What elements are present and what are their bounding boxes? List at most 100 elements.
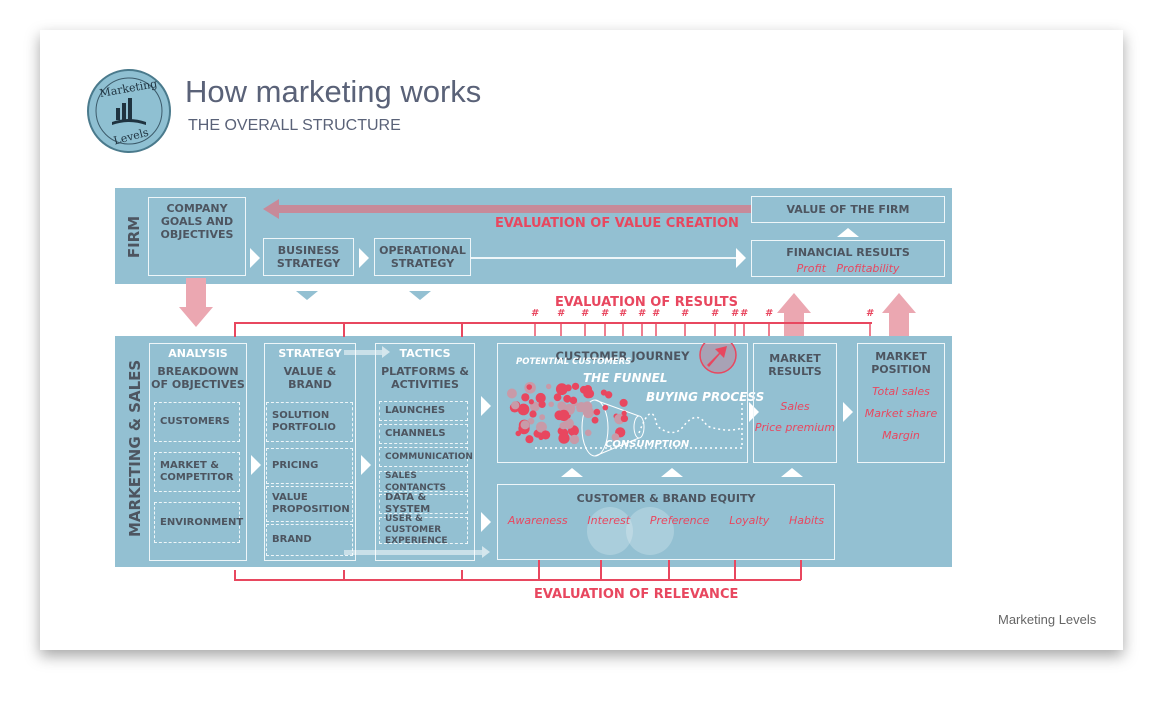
customer-dot <box>535 421 547 433</box>
relevance-connector <box>343 570 345 580</box>
customer-journey-box: CUSTOMER JOURNEY <box>497 343 748 463</box>
potential-customers-label: POTENTIAL CUSTOMERS <box>516 357 632 367</box>
hash-mark: # <box>619 308 626 319</box>
tactics-item: USER & CUSTOMER EXPERIENCE <box>379 514 468 546</box>
financial-results-title: FINANCIAL RESULTS <box>786 246 910 259</box>
market-results-item: Sales <box>780 400 810 413</box>
page-title: How marketing works <box>185 74 482 109</box>
analysis-item: MARKET & COMPETITOR <box>154 452 240 492</box>
customer-dot <box>545 383 552 390</box>
equity-title: CUSTOMER & BRAND EQUITY <box>576 492 756 505</box>
equity-item: Habits <box>788 514 825 527</box>
customer-dot <box>558 432 570 444</box>
financial-results-box: FINANCIAL RESULTS Profit Profitability <box>751 240 945 277</box>
customer-dot <box>535 392 546 404</box>
tactics-item: LAUNCHES <box>379 401 468 421</box>
profitability-label: Profitability <box>836 262 900 275</box>
relevance-connector <box>800 560 802 580</box>
arrow-up-icon <box>837 228 859 237</box>
hash-mark: # <box>765 308 772 319</box>
strategy-title: VALUE & BRAND <box>283 365 337 391</box>
strategy-item: BRAND <box>266 524 353 556</box>
profit-label: Profit <box>796 262 826 275</box>
marketing-levels-logo: Marketing Levels <box>87 69 171 153</box>
arrow-up-icon <box>781 468 803 477</box>
equity-item: Awareness <box>507 514 568 527</box>
arrow-right-icon <box>359 248 369 268</box>
customer-dot <box>528 399 534 405</box>
results-line <box>234 322 872 324</box>
arrow-right-icon <box>843 402 853 422</box>
customer-dot <box>583 388 593 399</box>
arrow-right-icon <box>382 346 390 358</box>
arrow-up-icon <box>561 468 583 477</box>
arrow-right-icon <box>749 402 759 422</box>
tactics-column: TACTICS PLATFORMS & ACTIVITIES <box>375 343 475 561</box>
position-up-arrow <box>889 312 909 342</box>
strategy-item: SOLUTION PORTFOLIO <box>266 402 353 442</box>
arrow-right-icon <box>250 248 260 268</box>
equity-item: Preference <box>649 514 710 527</box>
relevance-connector <box>461 570 463 580</box>
customer-dot <box>569 434 580 445</box>
hash-mark: # <box>557 308 564 319</box>
strategy-tactics-arrow <box>344 350 382 355</box>
analysis-column: ANALYSIS BREAKDOWN OF OBJECTIVES <box>149 343 247 561</box>
customer-dot <box>584 429 592 437</box>
customer-dot <box>526 384 533 390</box>
relevance-connector <box>538 560 540 580</box>
customer-dot <box>558 409 570 422</box>
funnel-label: THE FUNNEL <box>583 371 668 385</box>
consumption-label: CONSUMPTION <box>605 439 690 450</box>
customer-dot <box>593 408 601 416</box>
customer-dot <box>548 401 554 408</box>
customer-dot <box>602 404 609 411</box>
connector-line <box>471 257 739 259</box>
arrow-up-icon <box>661 468 683 477</box>
relevance-connector <box>668 560 670 580</box>
hash-mark: # <box>601 308 608 319</box>
customer-dot <box>541 430 551 440</box>
hash-mark: # <box>652 308 659 319</box>
customer-dot <box>582 401 593 412</box>
relevance-connector <box>234 570 236 580</box>
arrow-right-icon <box>481 512 491 532</box>
relevance-connector <box>734 560 736 580</box>
arrow-down-icon <box>296 291 318 300</box>
customer-dot <box>506 388 517 399</box>
relevance-connector <box>600 560 602 580</box>
operational-strategy-box: OPERATIONAL STRATEGY <box>374 238 471 276</box>
customer-dot <box>511 401 520 410</box>
market-results-title: MARKET RESULTS <box>768 352 822 378</box>
customer-dot <box>539 414 546 421</box>
customer-dot <box>517 403 530 416</box>
tactics-item: COMMUNICATION <box>379 447 473 467</box>
eval-results: EVALUATION OF RESULTS <box>555 295 738 310</box>
arrow-right-icon <box>482 546 490 558</box>
customer-dot <box>621 410 627 416</box>
analysis-title: BREAKDOWN OF OBJECTIVES <box>151 365 245 391</box>
market-position-box: MARKET POSITION Total sales Market share… <box>857 343 945 463</box>
customer-dot <box>563 418 574 429</box>
analysis-item: CUSTOMERS <box>154 402 240 442</box>
footer-credit: Marketing Levels <box>998 612 1097 627</box>
arrow-up-icon <box>882 293 916 313</box>
tactics-item: CHANNELS <box>379 424 468 444</box>
feedback-line <box>234 323 236 337</box>
customer-dot <box>591 416 599 424</box>
hash-mark: # <box>731 308 738 319</box>
hash-mark: # <box>681 308 688 319</box>
strategy-head: STRATEGY <box>278 347 342 360</box>
hash-mark: # <box>866 308 873 319</box>
arrow-left-icon <box>263 199 279 219</box>
tactics-head: TACTICS <box>399 347 451 360</box>
marketing-sales-panel <box>115 336 952 567</box>
customer-dot <box>620 414 629 423</box>
market-results-item: Price premium <box>754 421 836 434</box>
buying-process-label: BUYING PROCESS <box>646 390 765 404</box>
feedback-line <box>869 323 871 343</box>
firm-panel <box>115 188 952 284</box>
customer-dot <box>571 382 580 390</box>
tactics-item: SALES CONTANCTS <box>379 471 468 493</box>
customer-dot <box>538 400 546 409</box>
